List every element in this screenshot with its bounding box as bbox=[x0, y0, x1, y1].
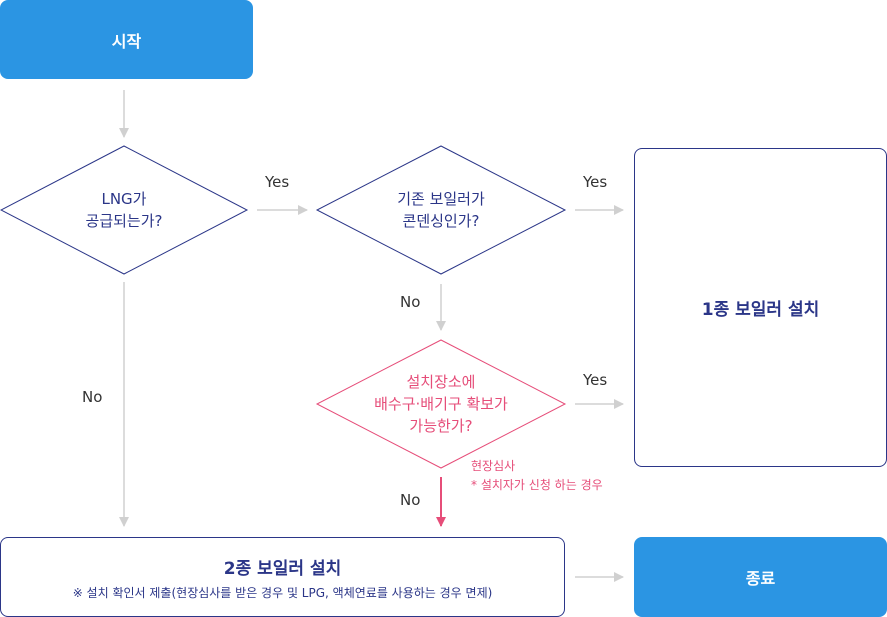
inspection-note-line2: * 설치자가 신청 하는 경우 bbox=[471, 478, 603, 492]
result-type2-title: 2종 보일러 설치 bbox=[223, 558, 342, 579]
start-label: 시작 bbox=[111, 31, 142, 51]
q1-line2: 공급되는가? bbox=[85, 212, 163, 230]
q1-no-label: No bbox=[82, 388, 103, 406]
q3-text: 설치장소에 배수구·배기구 확보가 가능한가? bbox=[351, 371, 531, 437]
q1-line1: LNG가 bbox=[101, 190, 147, 208]
start-node: 시작 bbox=[0, 0, 253, 79]
decision-diamond-condensing bbox=[315, 145, 567, 275]
q2-line2: 콘덴싱인가? bbox=[402, 212, 480, 230]
inspection-note: 현장심사 * 설치자가 신청 하는 경우 bbox=[471, 457, 641, 495]
q3-line1: 설치장소에 bbox=[406, 373, 476, 391]
decision-diamond-lng bbox=[0, 145, 249, 275]
q2-yes-label: Yes bbox=[583, 173, 608, 191]
decision-diamond-drain bbox=[315, 339, 567, 469]
q3-line2: 배수구·배기구 확보가 bbox=[374, 395, 508, 413]
result-type1-box: 1종 보일러 설치 bbox=[634, 148, 887, 467]
end-label: 종료 bbox=[745, 569, 776, 588]
q3-no-label: No bbox=[400, 491, 421, 509]
inspection-note-line1: 현장심사 bbox=[471, 459, 516, 473]
result-type2-note: ※ 설치 확인서 제출(현장심사를 받은 경우 및 LPG, 액체연료를 사용하… bbox=[72, 585, 493, 600]
result-type1-label: 1종 보일러 설치 bbox=[701, 300, 820, 320]
end-node: 종료 bbox=[634, 537, 887, 617]
q2-line1: 기존 보일러가 bbox=[397, 190, 485, 208]
q3-yes-label: Yes bbox=[583, 371, 608, 389]
q3-line3: 가능한가? bbox=[409, 417, 473, 435]
q1-yes-label: Yes bbox=[265, 173, 290, 191]
q2-text: 기존 보일러가 콘덴싱인가? bbox=[361, 188, 521, 232]
result-type2-box: 2종 보일러 설치 ※ 설치 확인서 제출(현장심사를 받은 경우 및 LPG,… bbox=[0, 537, 565, 617]
q1-text: LNG가 공급되는가? bbox=[44, 188, 204, 232]
q2-no-label: No bbox=[400, 293, 421, 311]
